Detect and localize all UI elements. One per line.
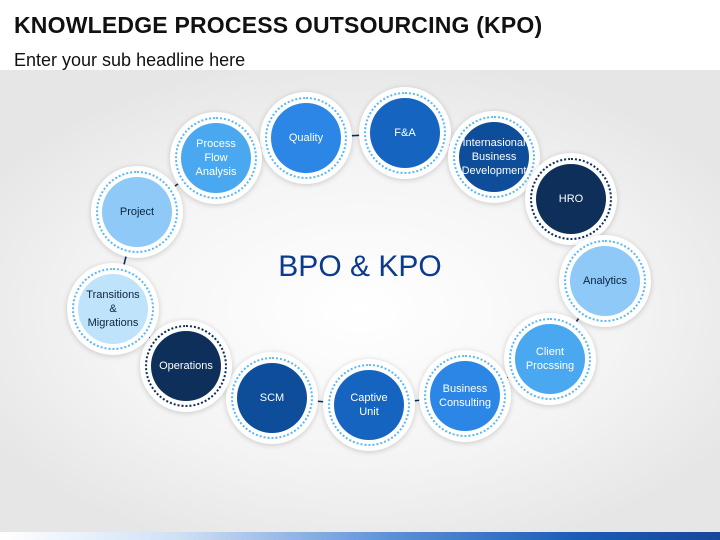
node-label: Business Consulting [439, 382, 491, 409]
node-transitions-migrations[interactable]: Transitions & Migrations [67, 263, 159, 355]
node-scm[interactable]: SCM [226, 352, 318, 444]
footer-gradient-bar [0, 532, 720, 540]
node-label: Internasional Business Development [461, 136, 527, 178]
node-label: F&A [394, 126, 416, 139]
node-hro[interactable]: HRO [525, 153, 617, 245]
page-subtitle: Enter your sub headline here [14, 50, 246, 70]
node-client-processing[interactable]: Client Procssing [504, 313, 596, 405]
node-operations[interactable]: Operations [140, 320, 232, 412]
node-label: Client Procssing [525, 345, 575, 372]
node-label: Analytics [582, 274, 628, 287]
page-title: KNOWLEDGE PROCESS OUTSOURCING (KPO) [14, 12, 543, 38]
center-label: BPO & KPO [278, 250, 442, 283]
node-label: Transitions & Migrations [86, 288, 140, 330]
node-fa[interactable]: F&A [359, 87, 451, 179]
node-label: SCM [259, 391, 285, 404]
node-analytics[interactable]: Analytics [559, 235, 651, 327]
node-international-business-development[interactable]: Internasional Business Development [448, 111, 540, 203]
node-label: Operations [159, 359, 213, 372]
node-business-consulting[interactable]: Business Consulting [419, 350, 511, 442]
node-quality[interactable]: Quality [260, 92, 352, 184]
node-captive-unit[interactable]: Captive Unit [323, 359, 415, 451]
node-label: Quality [288, 131, 324, 144]
node-label: HRO [558, 192, 584, 205]
node-project[interactable]: Project [91, 166, 183, 258]
node-process-flow-analysis[interactable]: Process Flow Analysis [170, 112, 262, 204]
node-label: Process Flow Analysis [195, 137, 237, 179]
node-label: Project [119, 205, 155, 218]
node-label: Captive Unit [350, 391, 388, 418]
